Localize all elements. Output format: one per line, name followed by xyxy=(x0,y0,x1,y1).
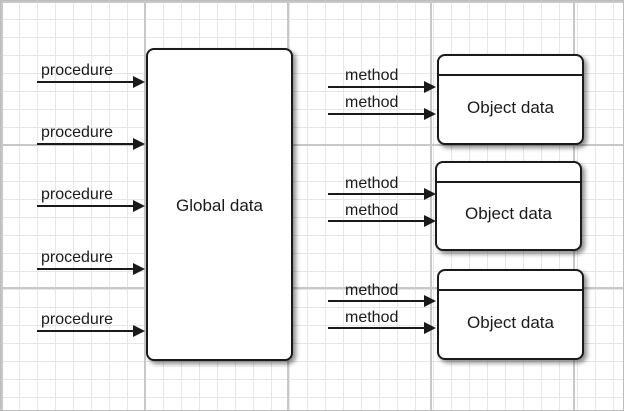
procedure-arrow xyxy=(37,200,145,212)
procedure-label: procedure xyxy=(41,186,114,203)
procedure-arrow xyxy=(37,76,145,88)
method-label: method xyxy=(345,282,399,299)
method-label: method xyxy=(345,309,399,326)
method-arrow xyxy=(328,295,436,307)
method-arrow xyxy=(328,81,436,93)
object-data-label: Object data xyxy=(467,98,554,117)
object-data-box: Object data xyxy=(435,161,582,251)
object-header-bar xyxy=(439,271,582,291)
object-data-box: Object data xyxy=(437,54,584,145)
global-data-box: Global data xyxy=(146,48,293,361)
object-data-label: Object data xyxy=(467,313,554,332)
procedure-label: procedure xyxy=(41,249,114,266)
procedure-label: procedure xyxy=(41,62,114,79)
method-arrow xyxy=(328,188,436,200)
procedure-arrow xyxy=(37,325,145,337)
global-data-label: Global data xyxy=(176,196,263,215)
procedure-arrow xyxy=(37,138,145,150)
procedure-arrow xyxy=(37,263,145,275)
method-arrow xyxy=(328,108,436,120)
method-arrow xyxy=(328,322,436,334)
object-data-box: Object data xyxy=(437,269,584,360)
procedure-label: procedure xyxy=(41,311,114,328)
object-header-bar xyxy=(437,163,580,183)
method-label: method xyxy=(345,175,399,192)
method-label: method xyxy=(345,94,399,111)
method-label: method xyxy=(345,67,399,84)
procedure-label: procedure xyxy=(41,124,114,141)
method-arrow xyxy=(328,215,436,227)
method-label: method xyxy=(345,202,399,219)
object-header-bar xyxy=(439,56,582,76)
object-data-label: Object data xyxy=(465,204,552,223)
